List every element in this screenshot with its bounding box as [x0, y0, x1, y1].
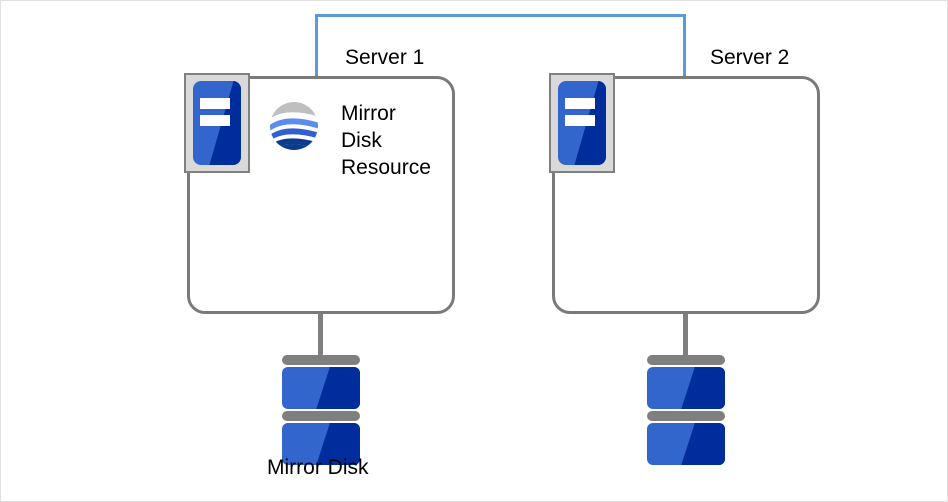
server-1-label: Server 1: [345, 46, 425, 69]
mirror-disk-resource-label: Mirror Disk Resource: [341, 100, 431, 181]
server-machine-icon-bar-bottom: [564, 115, 596, 127]
interconnect-top-segment: [315, 14, 686, 17]
resource-label-line-2: Disk: [341, 129, 382, 152]
disk-body-upper: [647, 367, 725, 409]
disk-plate-top: [647, 355, 725, 365]
server-machine-icon-body: [193, 81, 241, 165]
disk-body-lower: [282, 423, 360, 465]
disk-body-upper: [282, 367, 360, 409]
server-machine-icon: [549, 73, 615, 173]
server-machine-icon-bar-top: [199, 97, 231, 109]
disk-plate-middle: [647, 411, 725, 421]
server-2-label: Server 2: [710, 46, 790, 69]
mirror-disk-caption: Mirror Disk: [267, 456, 369, 479]
mirror-disk-stack-icon: [282, 355, 360, 467]
server-2-disk-connector: [683, 314, 688, 357]
interconnect-right-segment: [683, 14, 686, 76]
interconnect-left-segment: [315, 14, 318, 76]
server-machine-icon: [184, 73, 250, 173]
mirror-disk-resource-globe-icon: [270, 102, 318, 150]
mirror-disk-stack-icon: [647, 355, 725, 467]
resource-label-line-3: Resource: [341, 156, 431, 179]
disk-plate-top: [282, 355, 360, 365]
server-machine-icon-bar-bottom: [199, 115, 231, 127]
disk-plate-middle: [282, 411, 360, 421]
server-machine-icon-bar-top: [564, 97, 596, 109]
disk-body-lower: [647, 423, 725, 465]
resource-label-line-1: Mirror: [341, 102, 396, 125]
server-machine-icon-body: [558, 81, 606, 165]
server-1-disk-connector: [318, 314, 323, 357]
